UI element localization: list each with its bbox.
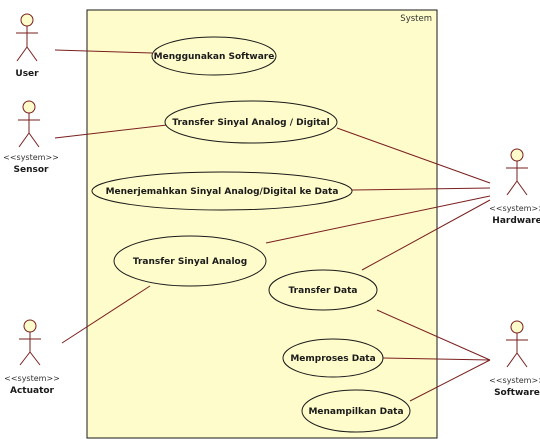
association-line: [409, 359, 491, 402]
use-case-label: Menampilkan Data: [308, 407, 403, 417]
use-case-transfer-data[interactable]: Transfer Data: [268, 269, 378, 311]
system-boundary-box: [86, 9, 438, 439]
use-case-ellipse[interactable]: [91, 171, 353, 211]
use-case-menggunakan-software[interactable]: Menggunakan Software: [151, 36, 277, 76]
actor-head: [23, 319, 37, 333]
use-case-transfer-sinyal-analog-digital[interactable]: Transfer Sinyal Analog / Digital: [164, 100, 338, 144]
association-line: [265, 195, 491, 244]
use-case-ellipse[interactable]: [301, 389, 411, 433]
actor-name: Software: [494, 388, 540, 398]
actor-sensor[interactable]: <<system>> Sensor: [3, 100, 59, 175]
actor-stereotype: <<system>>: [489, 204, 540, 213]
actor-figure: [506, 161, 528, 196]
actor-name: User: [15, 69, 39, 79]
use-case-label: Menerjemahkan Sinyal Analog/Digital ke D…: [106, 187, 339, 197]
use-case-label: Transfer Sinyal Analog: [133, 257, 247, 267]
actor-name: Hardware: [492, 216, 540, 226]
actor-head: [510, 148, 524, 162]
actor-hardware[interactable]: <<system>> Hardware: [489, 148, 540, 226]
association-line: [376, 309, 491, 361]
actor-name: Sensor: [14, 165, 50, 175]
association-line: [361, 199, 491, 271]
use-case-ellipse[interactable]: [268, 269, 378, 311]
actor-stereotype: <<system>>: [489, 376, 540, 385]
use-case-ellipse[interactable]: [164, 100, 338, 144]
actor-figure: [19, 332, 41, 366]
association-line: [351, 187, 491, 191]
association-line: [336, 127, 491, 184]
actor-name: Actuator: [10, 386, 55, 396]
use-case-transfer-sinyal-analog[interactable]: Transfer Sinyal Analog: [113, 235, 267, 287]
use-case-label: Memproses Data: [290, 354, 375, 364]
actor-stereotype: <<system>>: [4, 374, 60, 383]
actor-head: [20, 13, 34, 27]
actor-head: [22, 100, 36, 114]
use-case-label: Menggunakan Software: [154, 52, 275, 62]
association-line: [382, 357, 491, 361]
system-boundary-title: System: [400, 14, 432, 24]
use-case-ellipse[interactable]: [113, 235, 267, 287]
association-lines: [54, 49, 491, 402]
actor-user[interactable]: User: [15, 13, 39, 79]
actor-figure: [506, 333, 528, 368]
association-line: [54, 124, 168, 139]
actor-figure: [18, 113, 40, 148]
association-line: [61, 285, 151, 344]
use-case-ellipse[interactable]: [151, 36, 277, 76]
use-case-label: Transfer Sinyal Analog / Digital: [172, 118, 329, 128]
actor-figure: [16, 26, 38, 62]
use-case-memproses-data[interactable]: Memproses Data: [282, 338, 384, 378]
system-boundary: System: [86, 9, 438, 439]
use-case-label: Transfer Data: [289, 286, 358, 296]
use-case-menampilkan-data[interactable]: Menampilkan Data: [301, 389, 411, 433]
use-case-menerjemahkan[interactable]: Menerjemahkan Sinyal Analog/Digital ke D…: [91, 171, 353, 211]
actor-head: [510, 320, 524, 334]
actor-stereotype: <<system>>: [3, 153, 59, 162]
actor-actuator[interactable]: <<system>> Actuator: [4, 319, 60, 396]
actor-software[interactable]: <<system>> Software: [489, 320, 540, 398]
association-line: [54, 49, 153, 54]
use-case-ellipse[interactable]: [282, 338, 384, 378]
